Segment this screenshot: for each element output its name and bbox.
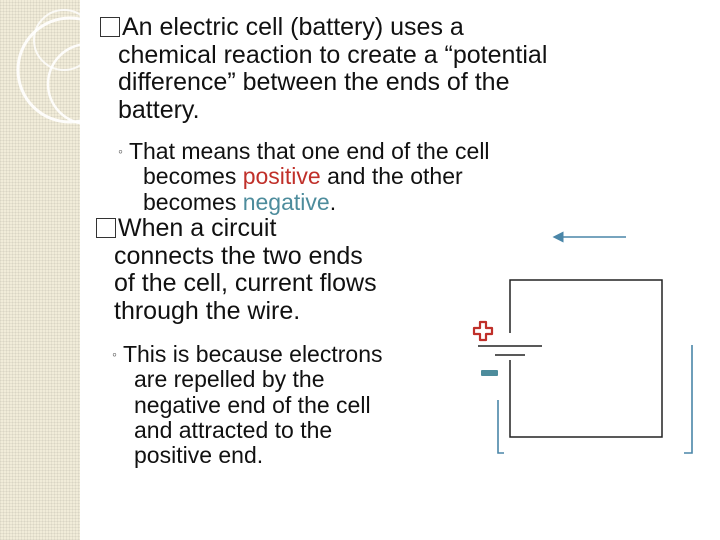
sub-bullet-1-line-3: becomes negative. (143, 188, 337, 215)
decorative-rings (16, 9, 130, 126)
bullet-1: An electric cell (battery) uses a chemic… (100, 13, 548, 124)
bullet-2-line-2: connects the two ends (114, 241, 363, 270)
decorative-band (0, 0, 80, 540)
sub-bullet-2-line-3: negative end of the cell (134, 391, 371, 418)
bullet-1-line-2: chemical reaction to create a “potential (118, 40, 548, 69)
circuit-diagram (472, 231, 693, 454)
positive-terminal-icon (472, 320, 494, 342)
sub-bullet-1: ◦That means that one end of the cell bec… (118, 138, 490, 215)
square-bullet-icon (100, 17, 120, 37)
bullet-2-line-4: through the wire. (114, 296, 301, 325)
battery-symbol (478, 345, 542, 356)
negative-word: negative (242, 188, 330, 215)
sub-bullet-2-line-5: positive end. (134, 442, 264, 469)
positive-word: positive (242, 163, 321, 190)
ring-bullet-icon: ◦ (118, 143, 123, 159)
circuit-wire (509, 279, 663, 438)
ring-bullet-icon: ◦ (112, 346, 117, 362)
sub-bullet-2-line-2: are repelled by the (134, 366, 325, 393)
square-bullet-icon (96, 218, 116, 238)
bullet-2-line-3: of the cell, current flows (114, 269, 377, 297)
sub-bullet-1-line-1: ◦That means that one end of the cell (118, 138, 490, 164)
negative-terminal-icon (481, 370, 498, 376)
bullet-2-line-1: When a circuit (96, 214, 377, 243)
current-arrow-left (497, 400, 504, 454)
sub-bullet-2-line-4: and attracted to the (134, 416, 333, 443)
bullet-2: When a circuit connects the two ends of … (96, 214, 377, 325)
bullet-1-line-4: battery. (118, 95, 200, 124)
sub-bullet-2: ◦This is because electrons are repelled … (112, 341, 383, 469)
sub-bullet-2-line-1: ◦This is because electrons (112, 341, 383, 367)
current-arrow-right (684, 345, 693, 454)
bullet-1-line-1: An electric cell (battery) uses a (100, 13, 547, 42)
sub-bullet-1-line-2: becomes positive and the other (143, 163, 463, 190)
bullet-1-line-3: difference” between the ends of the (118, 68, 510, 96)
